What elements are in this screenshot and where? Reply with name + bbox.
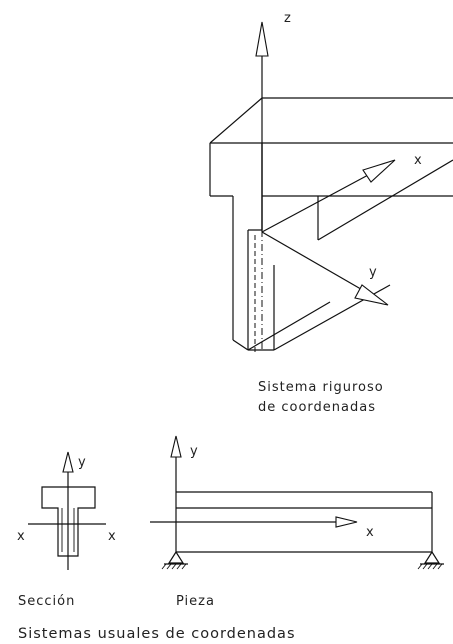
y-axis-3d: y bbox=[261, 231, 389, 306]
z-axis-arrowhead bbox=[255, 21, 269, 57]
y-axis-arrowhead bbox=[354, 284, 389, 306]
piece-diagram: y x Pieza bbox=[150, 435, 444, 609]
left-support-icon bbox=[161, 550, 188, 570]
section-caption: Sección bbox=[18, 594, 75, 609]
x-axis-line bbox=[261, 173, 371, 233]
rigorous-caption-line2: de coordenadas bbox=[258, 400, 376, 415]
flange-top-edge-left bbox=[209, 97, 263, 144]
t-beam-3d bbox=[209, 97, 453, 352]
piece-x-label: x bbox=[366, 525, 374, 540]
x-axis-arrowhead bbox=[362, 159, 396, 183]
web-bottom-small bbox=[232, 339, 249, 351]
y-axis-label: y bbox=[369, 265, 377, 280]
x-axis-label: x bbox=[414, 153, 422, 168]
rigorous-system-diagram: z x y Sistema riguroso de coordenadas bbox=[209, 11, 453, 415]
x-axis-3d: x bbox=[261, 153, 422, 233]
t-section-outline bbox=[41, 486, 96, 557]
piece-caption: Pieza bbox=[176, 594, 215, 609]
right-support-icon bbox=[417, 550, 444, 570]
flange-bottom-front bbox=[317, 159, 453, 241]
section-diagram: y x x Sección bbox=[17, 451, 116, 609]
z-axis-label: z bbox=[284, 11, 291, 26]
y-axis-line bbox=[261, 231, 367, 293]
usual-systems-caption: Sistemas usuales de coordenadas bbox=[18, 626, 296, 642]
piece-y-label: y bbox=[190, 444, 198, 459]
flange-front-face bbox=[210, 142, 263, 231]
piece-y-axis-arrowhead bbox=[170, 435, 182, 458]
section-y-label: y bbox=[78, 455, 86, 470]
z-axis: z bbox=[255, 11, 291, 232]
section-x-label-right: x bbox=[108, 529, 116, 544]
section-x-label-left: x bbox=[17, 529, 25, 544]
piece-x-axis-arrowhead bbox=[335, 516, 358, 528]
rigorous-caption-line1: Sistema riguroso bbox=[258, 380, 384, 395]
section-y-axis-arrowhead bbox=[62, 451, 74, 473]
